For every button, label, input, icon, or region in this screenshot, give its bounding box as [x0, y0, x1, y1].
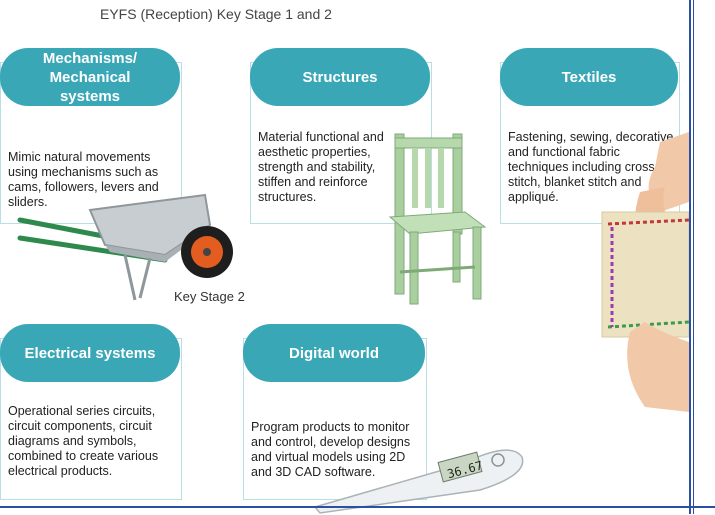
page-title: EYFS (Reception) Key Stage 1 and 2	[100, 6, 332, 22]
textiles-header: Textiles	[500, 48, 678, 106]
wheelbarrow-image	[17, 193, 233, 301]
electrical-text: Operational series circuits, circuit com…	[8, 404, 159, 478]
chair-image	[388, 133, 487, 305]
frame-border-right-inner	[693, 0, 694, 514]
thermometer-image: 36.67	[313, 449, 524, 514]
digital-header: Digital world	[243, 324, 425, 382]
structures-text: Material functional and aesthetic proper…	[258, 130, 384, 204]
mechanisms-text: Mimic natural movements using mechanisms…	[8, 150, 159, 209]
mechanisms-header: Mechanisms/ Mechanical systems	[0, 48, 180, 106]
digital-text: Program products to monitor and control,…	[251, 420, 411, 479]
textiles-text: Fastening, sewing, decorative and functi…	[508, 130, 674, 204]
key-stage-2-label: Key Stage 2	[174, 289, 245, 304]
electrical-header: Electrical systems	[0, 324, 180, 382]
fabric-image	[601, 132, 689, 412]
frame-border-bottom	[0, 506, 715, 508]
structures-header: Structures	[250, 48, 430, 106]
frame-border-right	[689, 0, 691, 514]
